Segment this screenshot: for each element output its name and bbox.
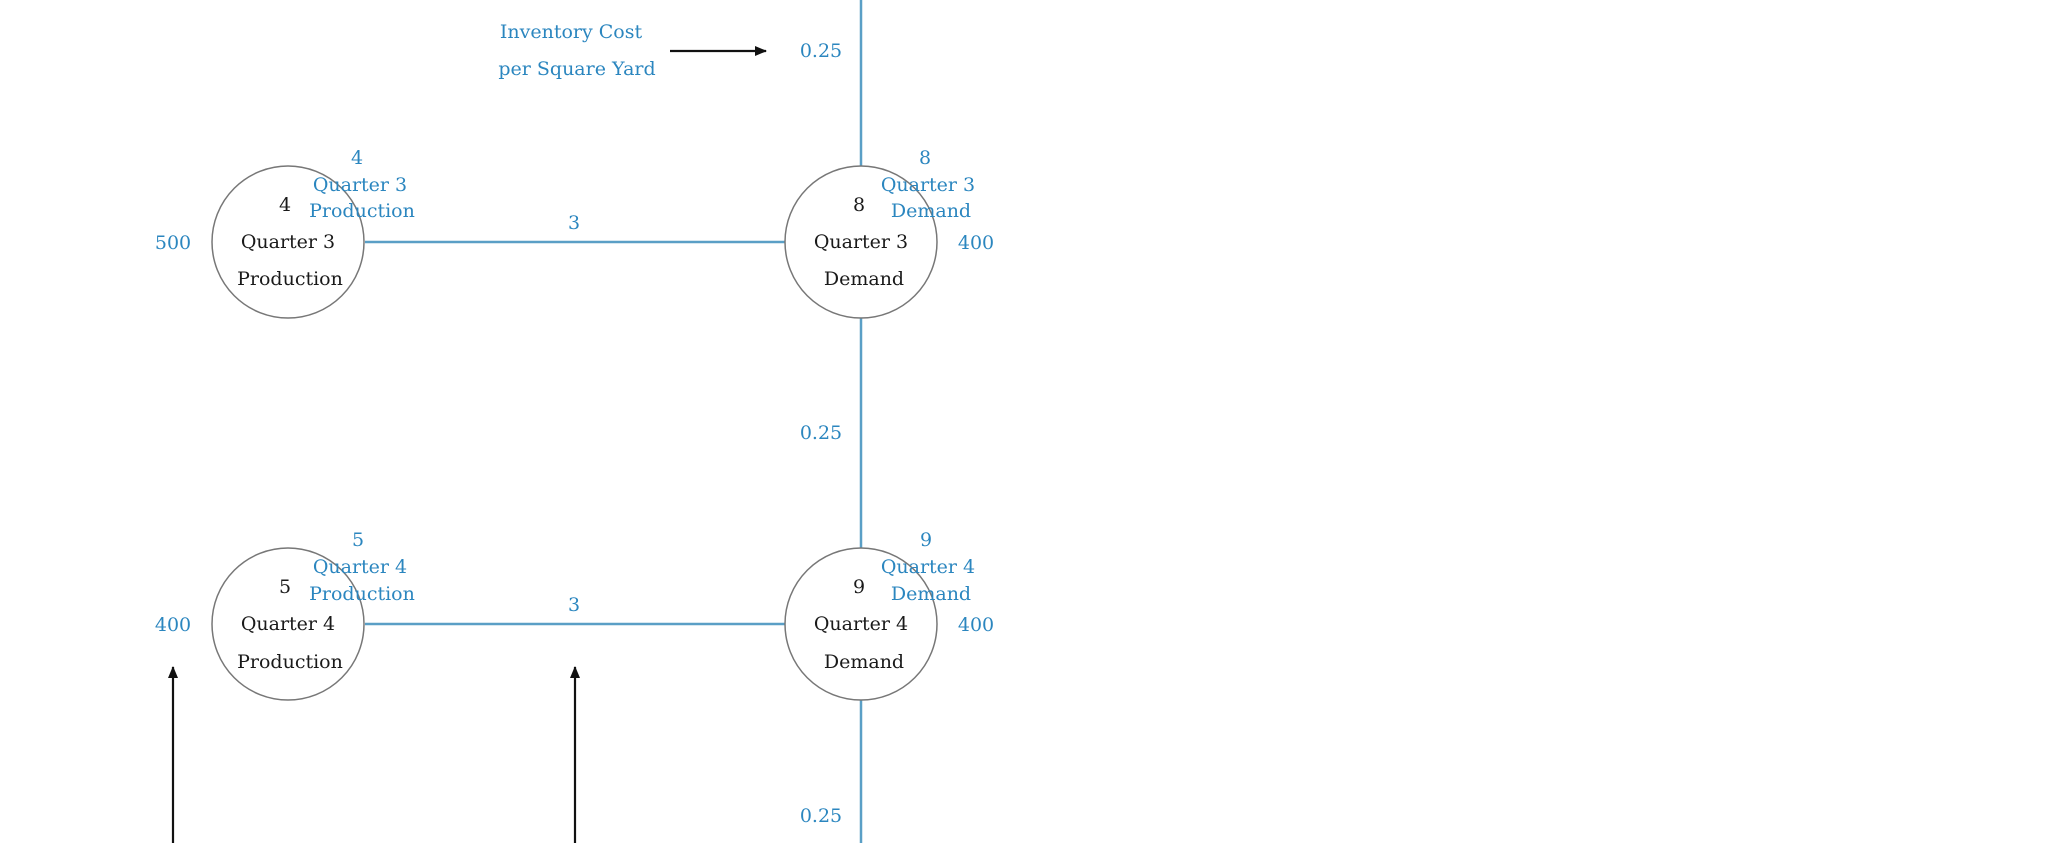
node-label-line-2: Production [309, 583, 415, 605]
node-label-number: 5 [352, 529, 364, 551]
node-name-line-1: Quarter 4 [241, 613, 335, 635]
node-label-line-1: Quarter 4 [881, 556, 975, 578]
node-name-line-1: Quarter 3 [814, 231, 908, 253]
node-demand-value: 400 [958, 614, 994, 636]
node-label-line-2: Demand [891, 583, 971, 605]
node-label-line-2: Demand [891, 200, 971, 222]
node-id: 5 [279, 576, 291, 598]
node-id: 9 [853, 576, 865, 598]
node-quarter-3-demand: 8 Quarter 3 Demand 8 Quarter 3 Demand 40… [784, 147, 994, 319]
node-circle [784, 547, 938, 701]
legend-line-2: per Square Yard [498, 58, 655, 80]
node-circle [211, 547, 365, 701]
node-supply-value: 500 [155, 232, 191, 254]
node-quarter-3-production: 4 Quarter 3 Production 4 Quarter 3 Produ… [155, 147, 415, 319]
node-name-line-2: Demand [824, 651, 904, 673]
node-name-line-2: Demand [824, 268, 904, 290]
node-label-line-2: Production [309, 200, 415, 222]
node-demand-value: 400 [958, 232, 994, 254]
inventory-cost-mid: 0.25 [800, 422, 842, 444]
node-label-line-1: Quarter 4 [313, 556, 407, 578]
node-label-number: 8 [919, 147, 931, 169]
production-cost-q3: 3 [568, 212, 580, 234]
legend-line-1: Inventory Cost [500, 21, 643, 43]
node-circle [211, 165, 365, 319]
node-name-line-1: Quarter 3 [241, 231, 335, 253]
node-label-number: 9 [920, 529, 932, 551]
node-quarter-4-demand: 9 Quarter 4 Demand 9 Quarter 4 Demand 40… [784, 529, 994, 701]
node-label-number: 4 [351, 147, 363, 169]
node-name-line-2: Production [237, 268, 343, 290]
node-quarter-4-production: 5 Quarter 4 Production 5 Quarter 4 Produ… [155, 529, 415, 701]
node-id: 8 [853, 194, 865, 216]
node-id: 4 [279, 194, 291, 216]
node-circle [784, 165, 938, 319]
node-label-line-1: Quarter 3 [313, 174, 407, 196]
node-name-line-1: Quarter 4 [814, 613, 908, 635]
inventory-cost-bottom: 0.25 [800, 805, 842, 827]
production-cost-q4: 3 [568, 594, 580, 616]
inventory-cost-top: 0.25 [800, 40, 842, 62]
node-supply-value: 400 [155, 614, 191, 636]
node-name-line-2: Production [237, 651, 343, 673]
node-label-line-1: Quarter 3 [881, 174, 975, 196]
